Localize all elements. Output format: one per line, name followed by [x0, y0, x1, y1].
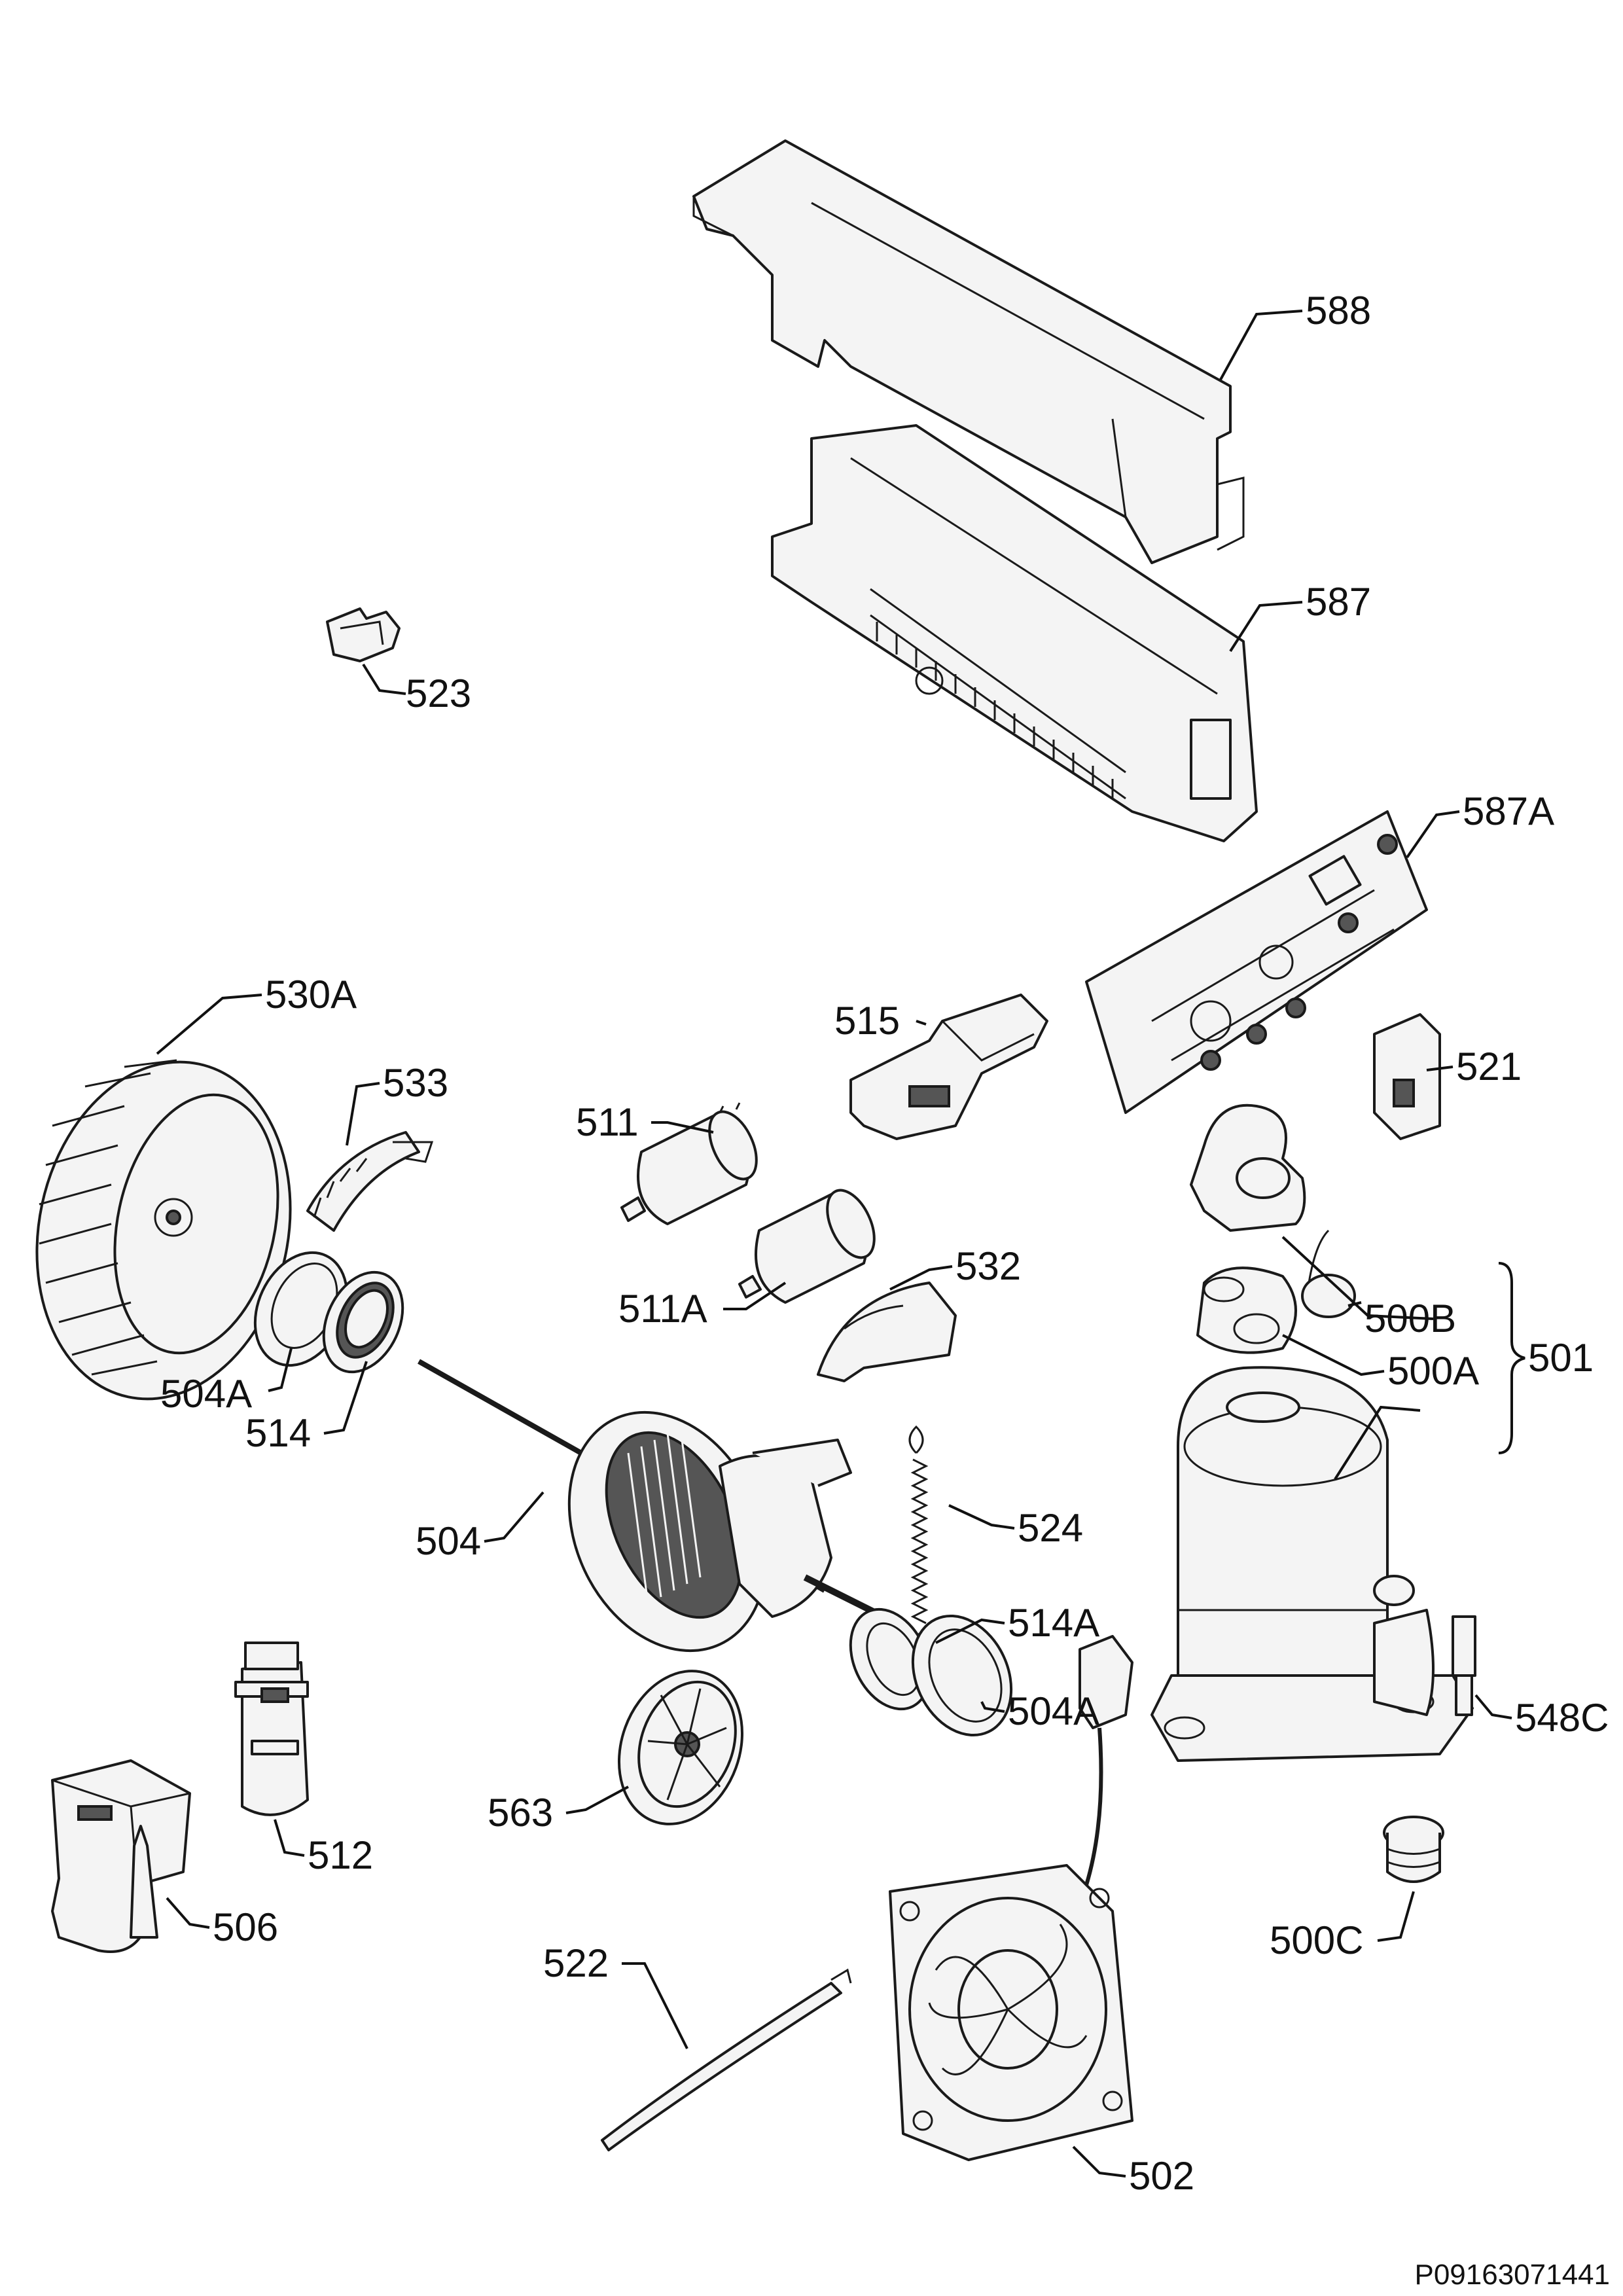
part-500a-gasket: [1196, 1266, 1297, 1354]
callout-504: 504: [416, 1519, 481, 1563]
part-514a-seal: [849, 1607, 931, 1711]
part-530a-fan-wheel: [35, 1059, 292, 1401]
part-587-housing: [771, 424, 1258, 842]
callout-501: 501: [1528, 1336, 1594, 1380]
part-533-clamp: [306, 1131, 434, 1232]
callout-533: 533: [383, 1061, 448, 1105]
drawing-code: P09163071441: [1414, 2259, 1610, 2291]
callout-563: 563: [488, 1791, 553, 1835]
part-523-clip: [326, 607, 401, 662]
part-522-cable: [601, 1968, 852, 2151]
bracket-501: [1498, 1262, 1525, 1454]
callout-588: 588: [1306, 289, 1371, 332]
callout-524: 524: [1018, 1506, 1083, 1550]
callout-504a-bottom: 504A: [1008, 1689, 1099, 1733]
part-515-holder: [849, 994, 1048, 1140]
callout-587: 587: [1306, 580, 1371, 624]
callout-523: 523: [406, 672, 471, 715]
callout-506: 506: [213, 1905, 278, 1949]
callout-521: 521: [1456, 1045, 1522, 1088]
callout-labels: 588 587 523 587A 530A 515 533 511 521 53…: [160, 289, 1609, 2198]
callout-532: 532: [955, 1244, 1021, 1288]
callout-530a: 530A: [265, 973, 357, 1016]
callout-587a: 587A: [1463, 789, 1554, 833]
callout-504a-top: 504A: [160, 1372, 252, 1416]
leader-lines: [156, 310, 1512, 2178]
part-504a-ring-bottom: [911, 1614, 1013, 1737]
callout-514: 514: [245, 1411, 311, 1455]
part-588-cover: [692, 139, 1245, 564]
callout-512: 512: [308, 1833, 373, 1877]
part-524-spring: [908, 1425, 933, 1658]
callout-502: 502: [1129, 2154, 1194, 2198]
part-511a-capacitor: [738, 1189, 876, 1304]
part-506-pump-unit: [51, 1759, 191, 1953]
part-532-air-guide: [817, 1282, 957, 1382]
part-548c-sensor: [1452, 1615, 1476, 1716]
callout-500c: 500C: [1270, 1918, 1363, 1962]
part-compressor-body: [1150, 1366, 1474, 1762]
callout-548c: 548C: [1515, 1696, 1609, 1740]
part-500c-grommet: [1383, 1816, 1444, 1883]
callout-514a: 514A: [1008, 1601, 1099, 1645]
callout-500b: 500B: [1364, 1297, 1456, 1340]
part-563-pulley: [617, 1670, 744, 1825]
callout-511: 511: [576, 1100, 639, 1144]
part-512-pump: [234, 1641, 309, 1816]
callout-511a: 511A: [618, 1287, 707, 1331]
part-587a-pcb: [1085, 810, 1428, 1114]
part-521-switch: [1373, 1013, 1441, 1140]
callout-522: 522: [543, 1941, 609, 1985]
part-502-cooling-fan: [889, 1635, 1133, 2161]
part-501-accumulator: [1190, 1103, 1306, 1232]
part-514-seal: [322, 1270, 404, 1374]
part-500b-thermal-protector: [1301, 1229, 1356, 1318]
callout-515: 515: [834, 999, 900, 1043]
part-511-capacitor: [620, 1102, 758, 1225]
callout-500a: 500A: [1387, 1349, 1479, 1393]
part-504-motor: [418, 1359, 885, 1653]
